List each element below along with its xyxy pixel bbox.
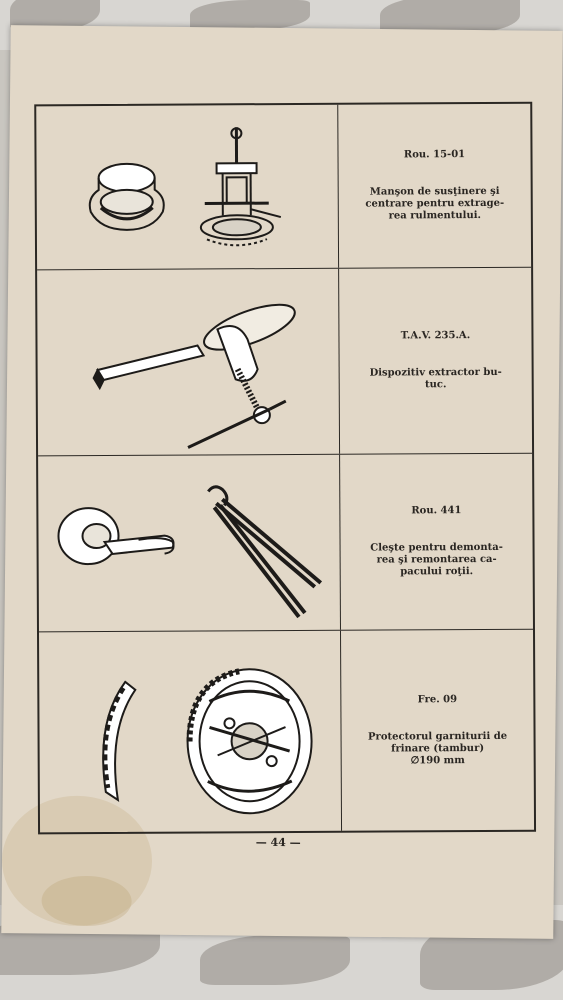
tools-table: Rou. 15-01 Manşon de susţinere şi centra… <box>34 101 537 835</box>
tool-description: Manşon de susţinere şi centrare pentru e… <box>365 185 505 222</box>
tool-code: Fre. 09 <box>417 693 458 705</box>
leaf-pattern-icon <box>200 935 350 985</box>
sleeve-and-puller-illustration <box>88 127 282 247</box>
tool-description: Protectorul garniturii de frinare (tambu… <box>367 730 508 766</box>
tool-code: Rou. 441 <box>411 505 462 517</box>
tool-info-cell: Fre. 09 Protectorul garniturii de frinar… <box>341 630 534 831</box>
tool-illustration-cell <box>37 268 341 456</box>
tool-description: Dispozitiv extractor bu- tuc. <box>369 366 502 391</box>
tool-info-cell: T.A.V. 235.A. Dispozitiv extractor bu- t… <box>339 268 532 454</box>
leaf-pattern-icon <box>190 0 310 30</box>
table-row: Fre. 09 Protectorul garniturii de frinar… <box>39 630 534 833</box>
table-row: Rou. 441 Cleşte pentru demonta- rea şi r… <box>38 453 533 633</box>
tool-illustration-cell <box>38 454 341 632</box>
hub-extractor-illustration <box>92 303 296 449</box>
page-stain <box>41 875 132 927</box>
tool-description: Cleşte pentru demonta- rea şi remontarea… <box>370 541 503 578</box>
tool-illustration-cell <box>36 104 340 270</box>
document-page: Rou. 15-01 Manşon de susţinere şi centra… <box>1 25 563 939</box>
table-row: T.A.V. 235.A. Dispozitiv extractor bu- t… <box>37 267 533 457</box>
tool-code: Rou. 15-01 <box>403 149 466 161</box>
tool-info-cell: Rou. 441 Cleşte pentru demonta- rea şi r… <box>340 454 533 630</box>
tool-info-cell: Rou. 15-01 Manşon de susţinere şi centra… <box>338 104 531 268</box>
brake-lining-protector-illustration <box>102 668 313 815</box>
table-row: Rou. 15-01 Manşon de susţinere şi centra… <box>36 103 532 271</box>
tool-illustration-cell <box>39 630 343 833</box>
pliers-illustration <box>57 485 323 619</box>
tool-code: T.A.V. 235.A. <box>400 330 471 342</box>
